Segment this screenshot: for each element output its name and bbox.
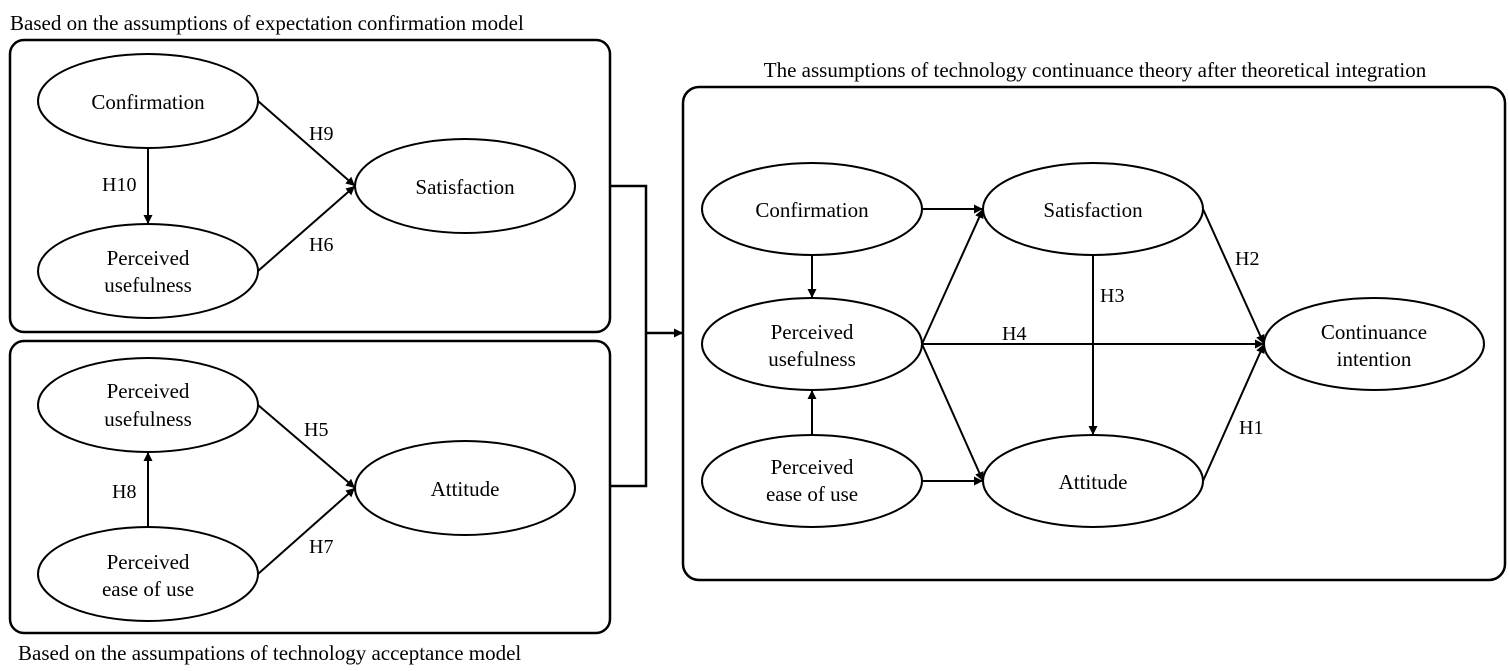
tam-arrow-h5	[257, 404, 356, 489]
int-arrow-pu-to-att	[921, 343, 984, 482]
svg-text:Satisfaction: Satisfaction	[415, 175, 515, 199]
svg-text:Attitude: Attitude	[1059, 470, 1128, 494]
node-label: usefulness	[104, 273, 192, 297]
int-arrow-pu-to-sat	[921, 208, 984, 345]
node-label: Perceived	[107, 379, 190, 403]
node-label: Attitude	[1059, 470, 1128, 494]
svg-text:Satisfaction: Satisfaction	[1043, 198, 1143, 222]
node-label: Perceived	[771, 320, 854, 344]
integration-bracket	[610, 184, 648, 488]
node-label: ease of use	[102, 577, 194, 601]
int-h2-label: H2	[1235, 248, 1259, 270]
ecm-confirmation-node: Confirmation	[37, 53, 259, 149]
int-h1-label: H1	[1239, 417, 1263, 439]
int-continuance-intention-node: Continuance intention	[1263, 297, 1485, 391]
ecm-h6-label: H6	[309, 234, 333, 256]
integrated-caption: The assumptions of technology continuanc…	[764, 58, 1427, 82]
tam-attitude-node: Attitude	[354, 440, 576, 536]
node-label: intention	[1337, 347, 1412, 371]
ecm-arrow-h9	[257, 100, 356, 187]
tam-perceived-usefulness-node: Perceived usefulness	[37, 357, 259, 453]
node-label: Perceived	[107, 550, 190, 574]
tam-h5-label: H5	[304, 419, 328, 441]
ecm-h9-label: H9	[309, 123, 333, 145]
node-label: Attitude	[431, 477, 500, 501]
node-label: Perceived	[771, 455, 854, 479]
svg-text:Attitude: Attitude	[431, 477, 500, 501]
node-label: Perceived	[107, 246, 190, 270]
tam-h7-label: H7	[309, 536, 333, 558]
int-h4-label: H4	[1002, 323, 1026, 345]
tam-h8-label: H8	[112, 481, 136, 503]
int-perceived-usefulness-node: Perceived usefulness	[701, 297, 923, 391]
int-h3-label: H3	[1100, 285, 1124, 307]
int-perceived-ease-of-use-node: Perceived ease of use	[701, 434, 923, 528]
node-label: Continuance	[1321, 320, 1427, 344]
node-label: usefulness	[768, 347, 856, 371]
tam-arrow-h7	[257, 487, 356, 575]
svg-text:Confirmation: Confirmation	[91, 90, 205, 114]
node-label: Satisfaction	[1043, 198, 1143, 222]
integrated-panel-frame	[681, 85, 1507, 582]
node-label: Confirmation	[91, 90, 205, 114]
int-arrow-h1	[1202, 343, 1265, 482]
int-arrow-h2	[1202, 208, 1265, 345]
ecm-arrow-h6	[257, 185, 356, 272]
ecm-perceived-usefulness-node: Perceived usefulness	[37, 223, 259, 319]
int-confirmation-node: Confirmation	[701, 162, 923, 256]
ecm-satisfaction-node: Satisfaction	[354, 138, 576, 234]
ecm-caption: Based on the assumptions of expectation …	[10, 11, 524, 35]
node-label: usefulness	[104, 407, 192, 431]
int-attitude-node: Attitude	[982, 434, 1204, 528]
node-label: Confirmation	[755, 198, 869, 222]
int-satisfaction-node: Satisfaction	[982, 162, 1204, 256]
svg-text:Confirmation: Confirmation	[755, 198, 869, 222]
ecm-h10-label: H10	[102, 174, 136, 196]
node-label: Satisfaction	[415, 175, 515, 199]
tam-perceived-ease-of-use-node: Perceived ease of use	[37, 526, 259, 622]
node-label: ease of use	[766, 482, 858, 506]
tam-caption: Based on the assumpations of technology …	[18, 641, 521, 665]
